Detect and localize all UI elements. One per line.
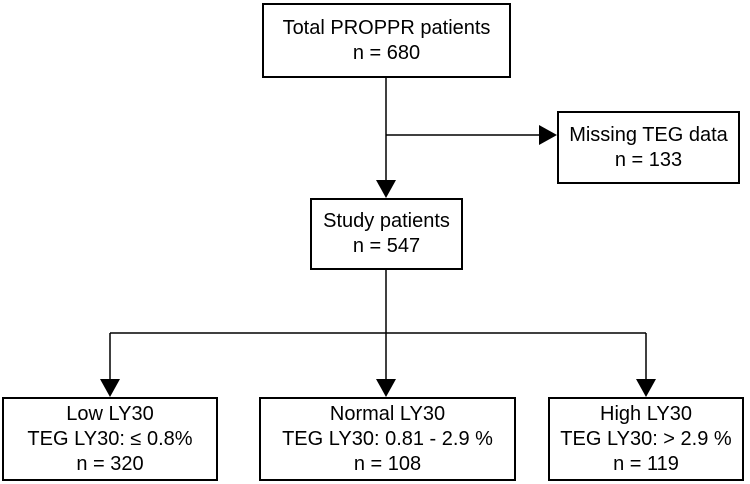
node-high-criteria: TEG LY30: > 2.9 % (560, 427, 732, 450)
node-low-title: Low LY30 (66, 402, 154, 425)
node-low-count: n = 320 (76, 452, 144, 475)
arrowhead-high (636, 379, 656, 397)
node-total-patients: Total PROPPR patients n = 680 (262, 3, 511, 78)
node-total-title: Total PROPPR patients (282, 16, 491, 39)
node-missing-teg: Missing TEG data n = 133 (557, 111, 740, 184)
arrowhead-normal (376, 379, 396, 397)
node-high-ly30: High LY30 TEG LY30: > 2.9 % n = 119 (548, 397, 744, 481)
node-study-patients: Study patients n = 547 (310, 198, 463, 270)
node-missing-title: Missing TEG data (569, 123, 728, 146)
node-missing-count: n = 133 (614, 148, 683, 171)
node-normal-ly30: Normal LY30 TEG LY30: 0.81 - 2.9 % n = 1… (259, 397, 516, 481)
node-low-criteria: TEG LY30: ≤ 0.8% (27, 427, 193, 450)
node-study-count: n = 547 (352, 235, 421, 257)
node-normal-count: n = 108 (353, 452, 422, 475)
node-high-count: n = 119 (613, 452, 679, 475)
node-study-title: Study patients (323, 210, 450, 232)
node-low-ly30: Low LY30 TEG LY30: ≤ 0.8% n = 320 (2, 397, 218, 481)
node-normal-criteria: TEG LY30: 0.81 - 2.9 % (282, 427, 493, 450)
arrowhead-study (376, 180, 396, 198)
arrowhead-low (100, 379, 120, 397)
node-high-title: High LY30 (600, 402, 692, 425)
node-normal-title: Normal LY30 (329, 402, 446, 425)
node-total-count: n = 680 (352, 41, 421, 64)
arrowhead-missing (539, 125, 557, 145)
